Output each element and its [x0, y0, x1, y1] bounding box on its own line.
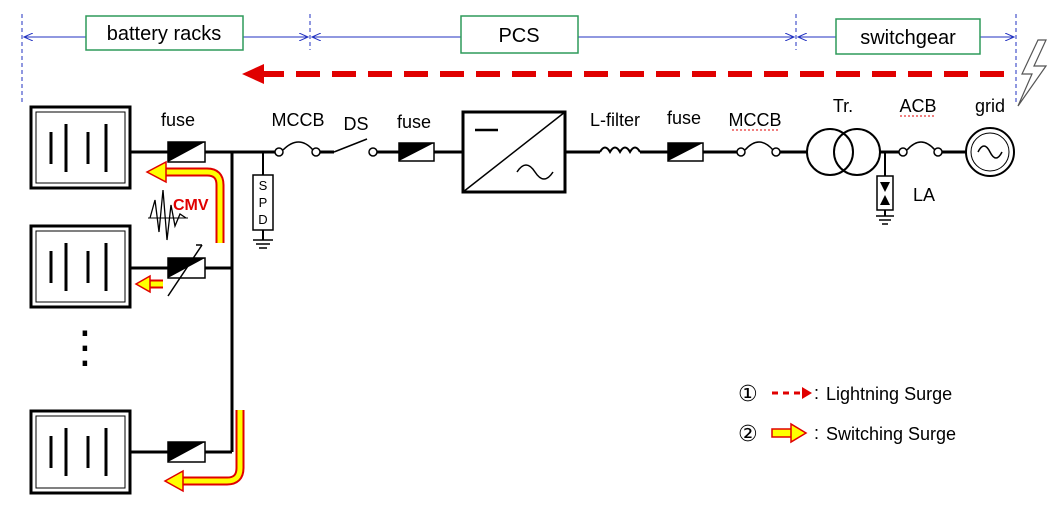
battery-rack-1: [29, 105, 132, 190]
legend-number: ①: [738, 382, 758, 407]
section-battery-racks-label: battery racks: [107, 23, 221, 45]
la-label: LA: [913, 185, 935, 205]
fuse-ac-label: fuse: [667, 108, 701, 128]
fuse-icon: [167, 441, 206, 463]
ground-icon: [876, 215, 894, 225]
legend-label-switching: Switching Surge: [826, 424, 956, 444]
fuse-icon: [398, 142, 435, 162]
legend-number: ②: [738, 422, 758, 447]
disconnect-switch-icon: [333, 138, 378, 157]
grid-label: grid: [975, 96, 1005, 116]
section-battery-racks: battery racks: [85, 15, 244, 51]
spd-label-d: D: [258, 212, 267, 227]
breaker-icon: [898, 141, 943, 157]
breaker-icon: [736, 141, 781, 157]
battery-bus-wiring: [130, 150, 275, 454]
ac-source-icon: [965, 127, 1015, 177]
spd-label-s: S: [259, 178, 268, 193]
section-switchgear-label: switchgear: [860, 27, 956, 49]
section-pcs-label: PCS: [498, 25, 539, 47]
lightning-surge-arrow: [242, 64, 1004, 84]
mccb-ac-label: MCCB: [729, 110, 782, 130]
fuse-dc-label: fuse: [397, 112, 431, 132]
spd-label-p: P: [259, 195, 268, 210]
section-dimension-lines: [21, 14, 1017, 102]
legend-label-lightning: Lightning Surge: [826, 384, 952, 404]
battery-rack-2: [29, 224, 132, 309]
transformer-icon: [806, 128, 881, 176]
legend-colon: :: [814, 423, 819, 443]
transformer-label: Tr.: [833, 96, 853, 116]
lightning-bolt-icon: [1017, 39, 1048, 107]
switching-surge-arrow-top: [145, 160, 225, 243]
fuse-battery-label: fuse: [161, 110, 195, 130]
section-pcs: PCS: [460, 15, 579, 54]
l-filter-label: L-filter: [590, 110, 640, 130]
fuse-icon: [167, 141, 206, 163]
section-switchgear: switchgear: [835, 18, 981, 55]
spd-block: [252, 152, 274, 240]
acb-label: ACB: [899, 96, 936, 116]
fuse-icon: [667, 142, 704, 162]
battery-rack-3: [29, 409, 132, 495]
switching-surge-arrow-mid: [134, 274, 163, 294]
inductor-icon: [599, 146, 641, 155]
legend-colon: :: [814, 383, 819, 403]
legend: ① : Lightning Surge ② : Switching Surge: [738, 382, 956, 447]
ds-label: DS: [343, 114, 368, 134]
cmv-label: CMV: [173, 197, 209, 214]
switching-surge-legend-symbol: [771, 422, 808, 444]
fuse-icon: [167, 244, 206, 297]
converter-icon: [461, 110, 567, 194]
cmv-waveform-icon: [148, 189, 188, 241]
lightning-arrester: [876, 152, 894, 216]
mccb-dc-label: MCCB: [272, 110, 325, 130]
ground-icon: [253, 239, 273, 249]
legend-item-lightning: ① : Lightning Surge: [738, 382, 952, 407]
legend-item-switching: ② : Switching Surge: [738, 422, 956, 447]
more-racks-ellipsis: ⋮: [63, 322, 107, 373]
breaker-icon: [274, 141, 321, 157]
switching-surge-arrow-bottom: [163, 410, 245, 493]
